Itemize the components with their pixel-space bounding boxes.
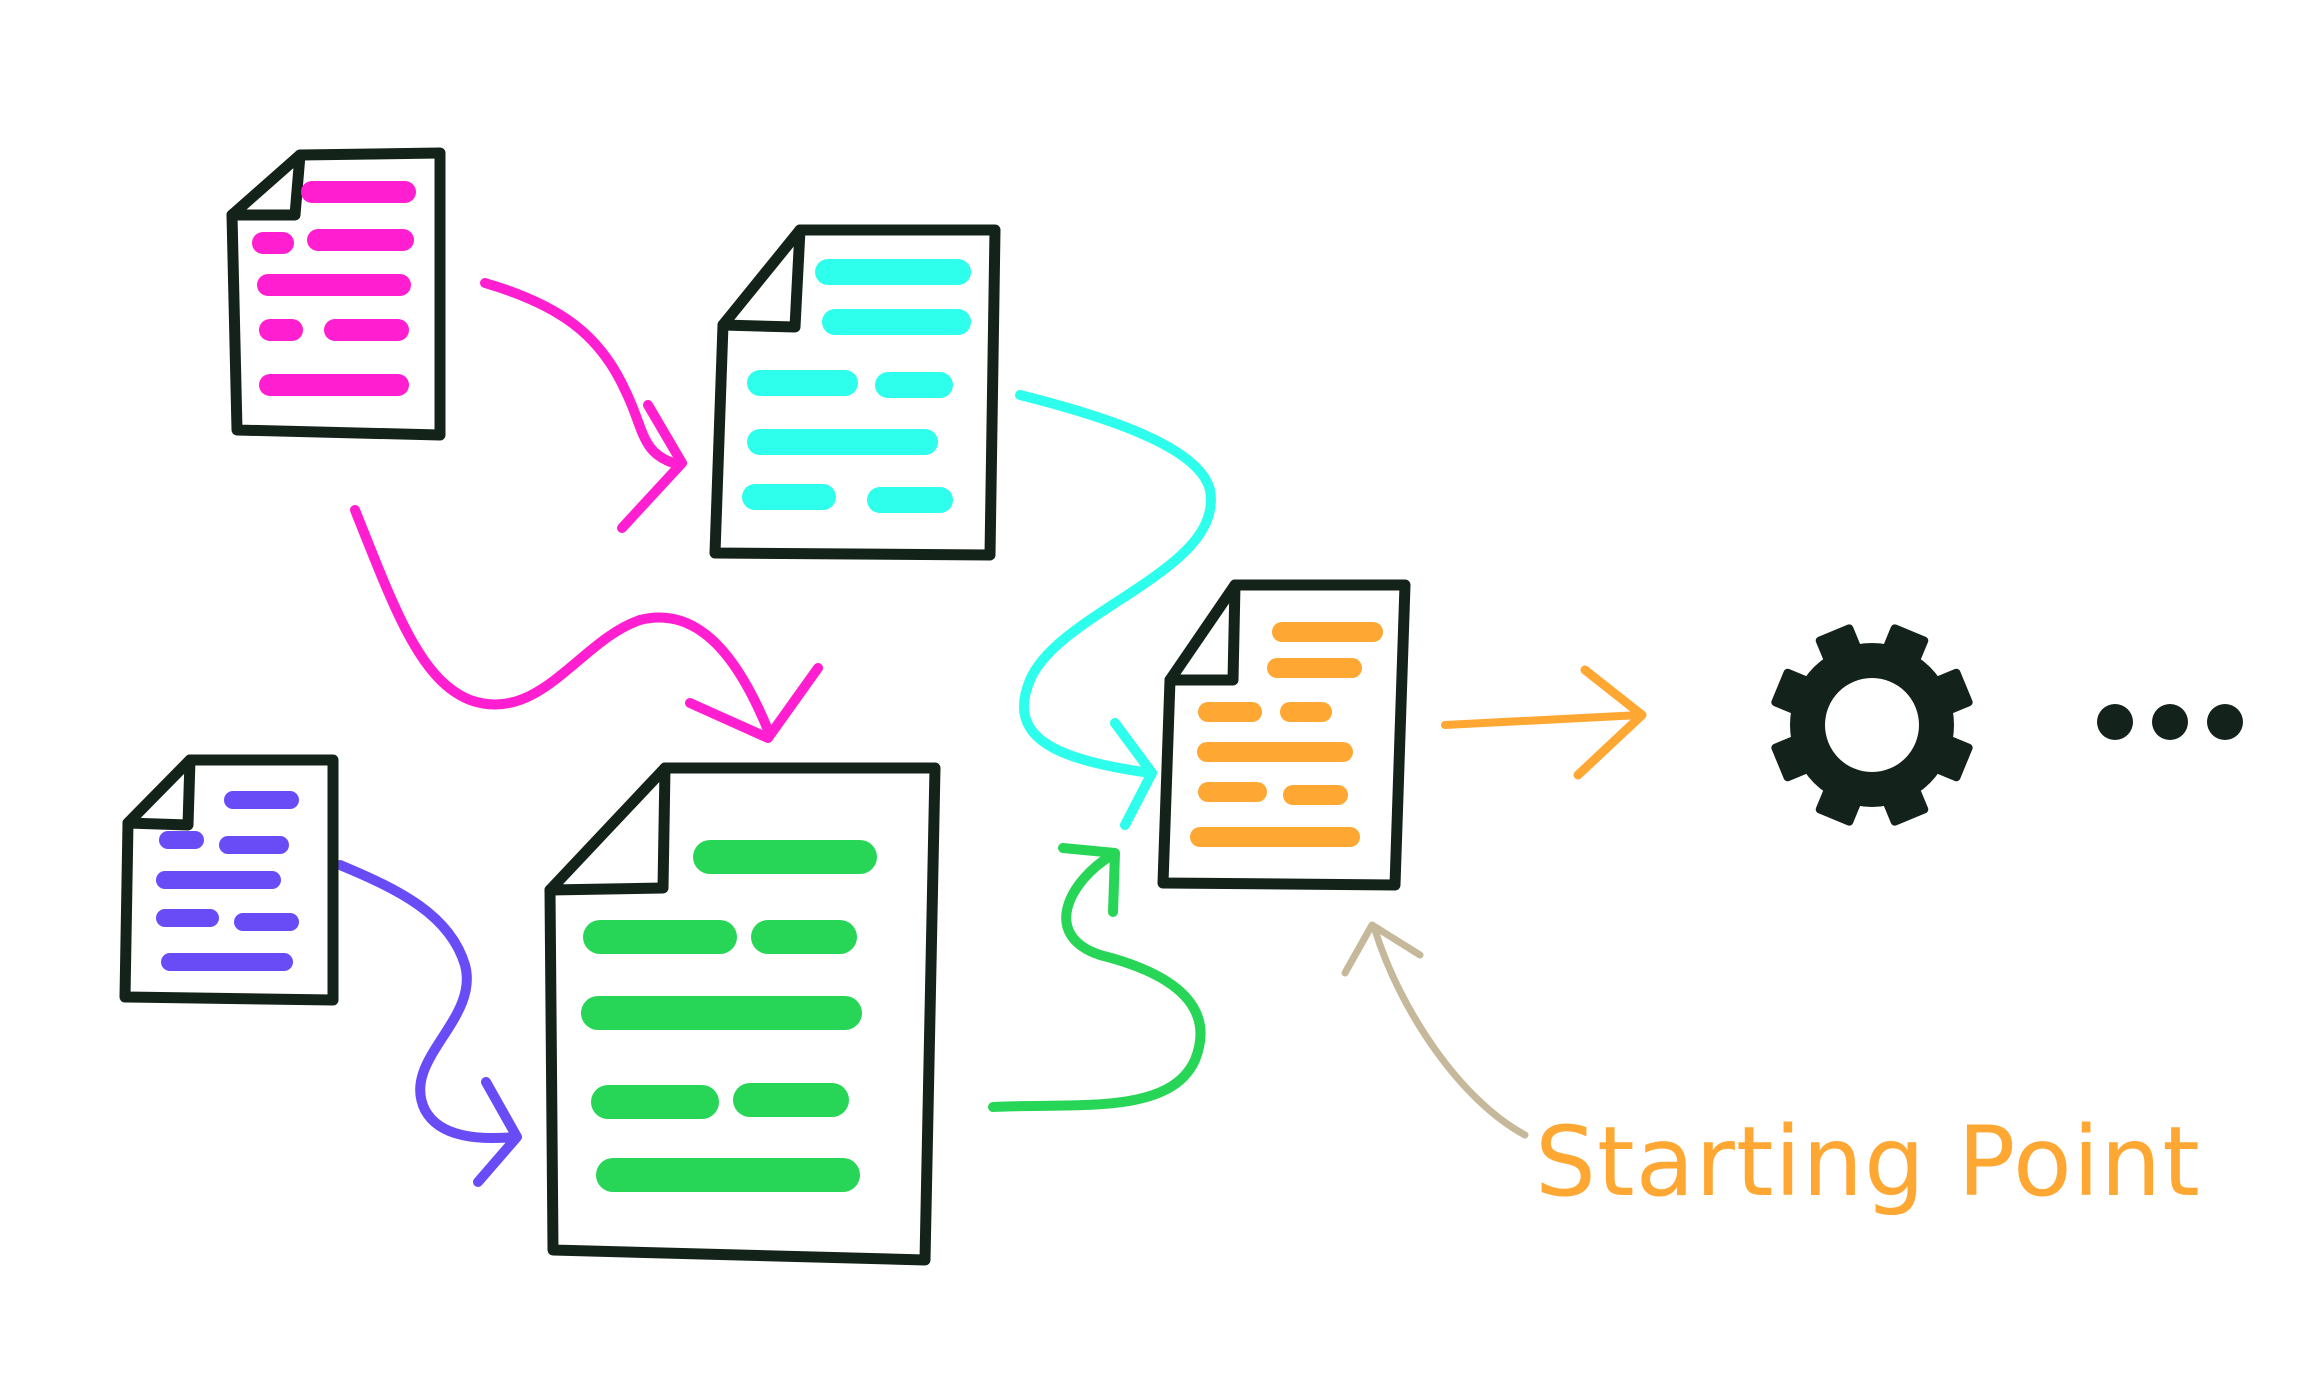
starting-point-label: Starting Point — [1535, 1106, 2201, 1218]
doc3 — [119, 754, 339, 1006]
edge-doc2-doc5 — [1015, 390, 1216, 830]
edge-doc4-doc5 — [988, 843, 1206, 1112]
edge-doc1-doc2 — [480, 278, 687, 533]
doc4 — [544, 762, 941, 1266]
doc1 — [226, 147, 446, 441]
edge-doc3-doc4 — [335, 860, 522, 1187]
doc5 — [1157, 579, 1411, 891]
starting-point-arrow — [1341, 921, 1529, 1139]
edge-doc1-doc4 — [350, 505, 823, 743]
edge-doc5-process — [1441, 665, 1647, 780]
ellipsis-dots: ... — [2097, 704, 2243, 740]
gear-icon — [1771, 624, 1973, 826]
doc2 — [709, 224, 1001, 561]
